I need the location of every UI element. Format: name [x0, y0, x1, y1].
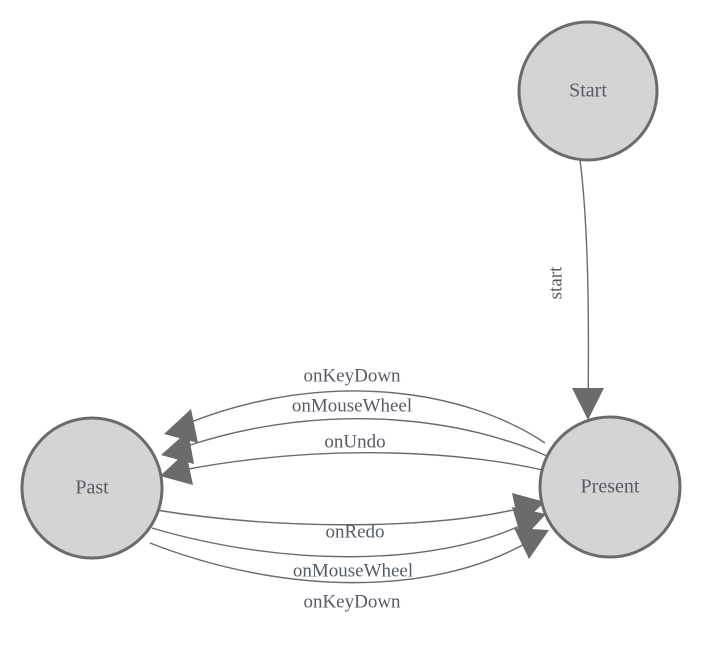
edge-label-start: start [545, 266, 566, 299]
node-start-circle [517, 20, 659, 162]
arrow-head-past-present-onkeydown [514, 528, 549, 559]
edge-path-start-present [579, 159, 590, 411]
edge-path-present-past-onmousewheel [183, 417, 550, 458]
edge-path-past-present-onmousewheel [151, 523, 525, 558]
edge-label-present-past-onkeydown: onKeyDown [303, 365, 401, 386]
edge-path-past-present-onkeydown [149, 541, 529, 584]
arrow-head-start-present [572, 388, 604, 420]
node-start-label: Start [569, 80, 607, 102]
edge-present-to-past-onkeydown[interactable] [164, 390, 546, 444]
edge-label-past-present-onredo: onRedo [325, 521, 384, 542]
edge-path-past-present-onredo [155, 507, 523, 526]
edge-label-past-present-onmousewheel: onMouseWheel [293, 560, 413, 581]
node-past[interactable]: Past [20, 416, 164, 560]
edge-label-past-present-onkeydown: onKeyDown [303, 591, 401, 612]
node-present[interactable]: Present [538, 415, 682, 559]
edge-path-present-past-onundo [182, 452, 552, 473]
edge-start-to-present[interactable] [572, 159, 604, 420]
edge-past-to-present-onkeydown[interactable] [149, 528, 549, 584]
edge-label-present-past-onmousewheel: onMouseWheel [292, 395, 412, 416]
node-present-label: Present [581, 476, 640, 498]
arrow-head-present-past-onkeydown [164, 409, 198, 443]
edge-path-present-past-onkeydown [185, 390, 546, 444]
node-start[interactable]: Start [517, 20, 659, 162]
node-past-circle [20, 416, 164, 560]
arrow-head-present-past-onundo [160, 452, 193, 485]
edge-label-present-past-onundo: onUndo [324, 431, 385, 452]
node-past-label: Past [75, 477, 109, 499]
node-present-circle [538, 415, 682, 559]
edge-present-to-past-onundo[interactable] [160, 452, 552, 485]
